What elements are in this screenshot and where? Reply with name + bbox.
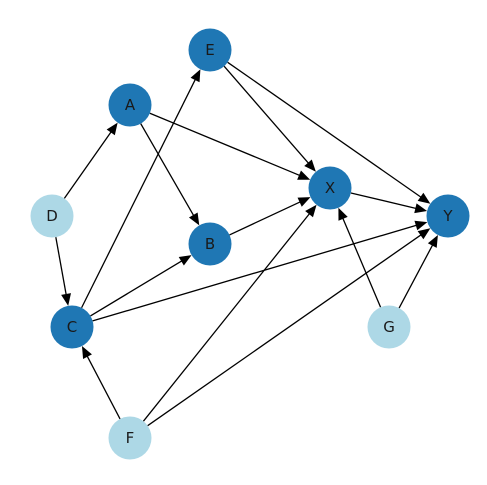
arrowhead: [297, 170, 311, 180]
node-label: G: [383, 318, 395, 336]
edge-B-X: [229, 197, 311, 236]
edge-C-B: [90, 255, 192, 317]
edge-F-Y: [147, 228, 431, 427]
edge-line: [81, 77, 197, 309]
edge-line: [142, 212, 311, 422]
arrowhead: [81, 346, 92, 360]
node-circle: [188, 222, 232, 266]
edge-E-Y: [227, 61, 431, 204]
arrowhead: [417, 192, 431, 204]
edge-G-Y: [398, 234, 438, 309]
arrowhead: [427, 234, 438, 248]
arrowhead: [338, 207, 348, 221]
node-circle: [108, 83, 152, 127]
nodes-layer: A B C D E F G X Y: [30, 28, 470, 460]
node-circle: [426, 194, 470, 238]
node-circle: [30, 194, 74, 238]
arrowhead: [188, 212, 200, 226]
edge-line: [140, 123, 195, 218]
edge-line: [90, 259, 184, 317]
node-circle: [108, 416, 152, 460]
edge-line: [229, 200, 302, 236]
edge-line: [86, 354, 121, 420]
arrowhead: [305, 204, 317, 218]
edge-line: [63, 130, 113, 199]
edge-F-X: [142, 204, 317, 422]
edge-C-E: [81, 69, 201, 309]
edge-A-B: [140, 123, 200, 226]
arrowhead: [414, 220, 428, 231]
node-circle: [50, 305, 94, 349]
edge-line: [350, 192, 418, 210]
edge-G-X: [338, 207, 382, 308]
node-circle: [188, 28, 232, 72]
edge-D-A: [63, 122, 118, 199]
node-D: D: [30, 194, 74, 238]
arrowhead: [178, 255, 192, 266]
arrowhead: [304, 159, 316, 172]
edge-line: [92, 224, 418, 322]
edge-D-C: [55, 237, 71, 306]
node-G: G: [367, 305, 411, 349]
edge-line: [341, 216, 382, 308]
arrowhead: [297, 197, 311, 207]
edge-F-C: [81, 346, 121, 420]
edge-A-X: [149, 112, 311, 180]
arrowhead: [61, 293, 71, 306]
node-circle: [308, 166, 352, 210]
node-label: A: [125, 96, 136, 114]
node-Y: Y: [426, 194, 470, 238]
arrowhead: [190, 69, 201, 83]
edge-C-Y: [92, 220, 428, 322]
arrowhead: [414, 203, 428, 214]
node-F: F: [108, 416, 152, 460]
node-label: D: [46, 207, 58, 225]
edge-line: [55, 237, 68, 297]
edge-line: [398, 243, 434, 309]
edge-line: [147, 233, 423, 427]
node-E: E: [188, 28, 232, 72]
node-C: C: [50, 305, 94, 349]
node-X: X: [308, 166, 352, 210]
node-label: Y: [442, 207, 453, 225]
node-label: E: [205, 41, 214, 59]
node-label: X: [325, 179, 335, 197]
node-A: A: [108, 83, 152, 127]
edge-E-X: [223, 65, 316, 172]
node-label: F: [126, 429, 135, 447]
edge-X-Y: [350, 192, 428, 214]
edge-line: [227, 61, 423, 199]
node-B: B: [188, 222, 232, 266]
node-label: B: [205, 235, 215, 253]
node-label: C: [67, 318, 77, 336]
node-circle: [367, 305, 411, 349]
edge-line: [149, 112, 302, 177]
arrowhead: [417, 228, 431, 240]
arrowhead: [106, 122, 118, 136]
edge-line: [223, 65, 310, 165]
edges-layer: [55, 61, 438, 427]
